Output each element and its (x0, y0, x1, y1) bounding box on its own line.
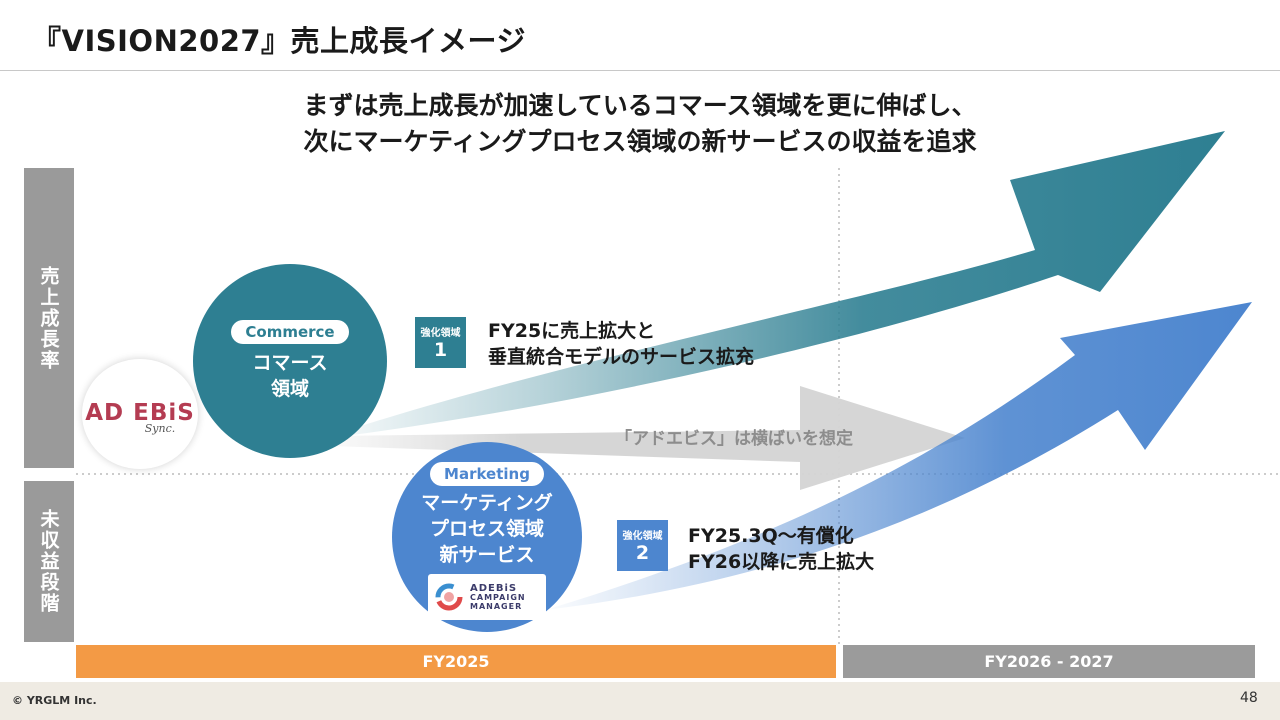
commerce-pill: Commerce (231, 320, 349, 344)
commerce-label-line-1: コマース (252, 352, 328, 374)
adebis-logo-sub: Sync. (144, 421, 176, 435)
title-divider (0, 70, 1280, 71)
logo-line-1: ADEBiS (470, 583, 518, 594)
focus-2-line-1: FY25.3Q～有償化 (688, 525, 854, 547)
footer-bar (0, 682, 1280, 720)
marketing-growth-arrow (545, 302, 1252, 610)
copyright: © YRGLM Inc. (12, 694, 97, 707)
focus-area-badge-1: 強化領域 1 (415, 317, 466, 368)
y-axis-pre-revenue: 未収益段階 (24, 481, 74, 642)
headline: まずは売上成長が加速しているコマース領域を更に伸ばし、 次にマーケティングプロセ… (220, 88, 1060, 160)
y-axis-bottom-label: 未収益段階 (37, 509, 60, 614)
commerce-growth-arrow (320, 131, 1225, 439)
marketing-label-line-2: プロセス領域 (429, 518, 544, 540)
focus-1-line-1: FY25に売上拡大と (488, 320, 656, 342)
campaign-manager-logo-text: ADEBiS CAMPAIGN MANAGER (470, 583, 526, 611)
focus-area-1-description: FY25に売上拡大と 垂直統合モデルのサービス拡充 (488, 318, 754, 370)
logo-line-3: MANAGER (470, 601, 523, 611)
marketing-pill: Marketing (430, 462, 544, 486)
headline-line-2: 次にマーケティングプロセス領域の新サービスの収益を追求 (303, 127, 977, 156)
flat-arrow (330, 386, 965, 490)
adebis-campaign-manager-logo: ADEBiS CAMPAIGN MANAGER (428, 574, 546, 620)
commerce-circle: Commerce コマース 領域 (193, 264, 387, 458)
focus-area-2-description: FY25.3Q～有償化 FY26以降に売上拡大 (688, 523, 874, 575)
marketing-label-line-3: 新サービス (439, 544, 535, 566)
badge-2-label: 強化領域 (622, 531, 663, 542)
period-bar-fy2026-2027: FY2026 - 2027 (843, 645, 1255, 678)
page-title: 『VISION2027』売上成長イメージ (32, 24, 526, 58)
y-axis-top-label: 売上成長率 (37, 265, 60, 371)
focus-area-badge-2: 強化領域 2 (617, 520, 668, 571)
focus-2-line-2: FY26以降に売上拡大 (688, 551, 875, 573)
campaign-manager-swirl-icon (435, 583, 463, 611)
badge-1-number: 1 (433, 339, 448, 361)
marketing-label-line-1: マーケティング (421, 492, 553, 514)
commerce-label-line-2: 領域 (270, 378, 309, 400)
flat-arrow-label: 「アドエビス」は横ばいを想定 (615, 429, 853, 449)
headline-line-1: まずは売上成長が加速しているコマース領域を更に伸ばし、 (303, 91, 977, 120)
focus-1-line-2: 垂直統合モデルのサービス拡充 (488, 346, 755, 368)
adebis-logo-main: AD EBiS (85, 399, 195, 426)
adebis-sync-logo: AD EBiS Sync. (82, 359, 198, 469)
period-bar-fy2025: FY2025 (76, 645, 836, 678)
badge-1-label: 強化領域 (420, 328, 461, 339)
logo-line-2: CAMPAIGN (470, 593, 526, 602)
page-number: 48 (1240, 690, 1258, 706)
y-axis-growth: 売上成長率 (24, 168, 74, 468)
marketing-circle: Marketing マーケティング プロセス領域 新サービス ADEBiS CA… (392, 442, 582, 632)
badge-2-number: 2 (635, 542, 650, 564)
